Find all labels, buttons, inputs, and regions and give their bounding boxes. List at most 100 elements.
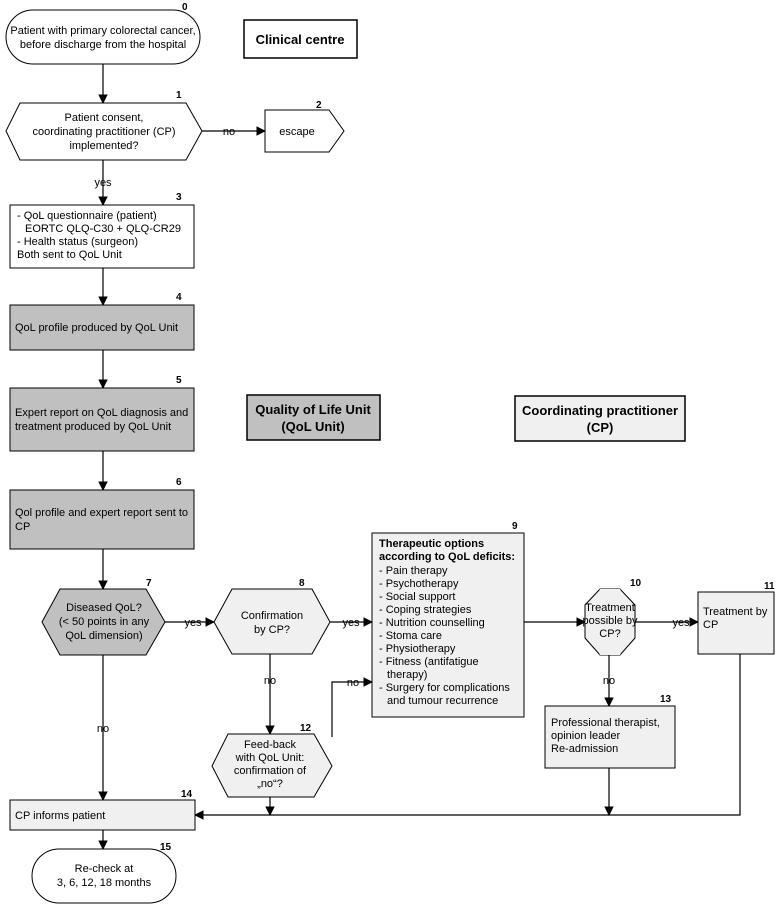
node-text: QoL profile produced by QoL Unit: [15, 322, 178, 334]
node-1-consent-decision: 1 Patient consent, coordinating practiti…: [5, 90, 203, 161]
legend-coordinating-practitioner: Coordinating practitioner (CP): [514, 395, 686, 442]
node-number: 5: [176, 375, 182, 386]
node-number: 9: [512, 521, 518, 532]
edges: [98, 64, 741, 850]
node-text: Feed-back: [244, 739, 296, 751]
node-number: 15: [160, 842, 172, 853]
node-15-recheck: 15 Re-check at 3, 6, 12, 18 months: [31, 842, 177, 904]
node-text: treatment produced by QoL Unit: [15, 421, 171, 433]
node-text: Expert report on QoL diagnosis and: [15, 407, 188, 419]
node-text: QoL dimension): [65, 630, 142, 642]
node-7-diseased-qol-decision: 7 Diseased QoL? (< 50 points in any QoL …: [41, 578, 166, 656]
node-text: Both sent to QoL Unit: [17, 249, 122, 261]
option-item: - Social support: [379, 591, 455, 603]
edge-11-14: [194, 654, 741, 820]
option-item: and tumour recurrence: [387, 695, 498, 707]
node-13-professional-therapist: 13 Professional therapist, opinion leade…: [544, 694, 676, 769]
node-text: before discharge from the hospital: [20, 39, 186, 51]
node-4-qol-profile: 4 QoL profile produced by QoL Unit: [9, 292, 195, 351]
legend-qol-unit-line: Quality of Life Unit: [255, 402, 371, 417]
node-9-therapeutic-options: 9 Therapeutic options according to QoL d…: [371, 521, 525, 718]
edge-labels: no yes yes no yes no no yes yes no: [94, 126, 690, 797]
node-text: - QoL questionnaire (patient): [17, 210, 157, 222]
node-0-start: 0 Patient with primary colorectal cancer…: [5, 2, 201, 65]
node-text: confirmation of: [234, 765, 307, 777]
edge-label-n12-no: no: [347, 677, 359, 689]
node-text: Treatment by: [703, 606, 768, 618]
node-text: Re-check at: [75, 863, 134, 875]
legend-cp-line: (CP): [587, 420, 614, 435]
node-text: possible by: [582, 615, 638, 627]
edge-label-n8-no: no: [264, 675, 276, 687]
node-text: EORTC QLQ-C30 + QLQ-CR29: [25, 223, 181, 235]
node-text: implemented?: [69, 140, 138, 152]
node-11-treatment-by-cp: 11 Treatment by CP: [697, 581, 775, 655]
node-14-cp-informs-patient: 14 CP informs patient: [9, 789, 196, 831]
edge-label-n1-no: no: [223, 126, 235, 138]
node-8-confirmation-decision: 8 Confirmation by CP?: [213, 578, 331, 655]
edge-label-n7-no: no: [97, 723, 109, 735]
legend-clinical-centre-label: Clinical centre: [256, 32, 345, 47]
node-number: 3: [176, 192, 182, 203]
node-text: Re-admission: [551, 743, 618, 755]
node-text: Patient with primary colorectal cancer,: [10, 25, 195, 37]
node-number: 12: [300, 723, 312, 734]
node-text: Confirmation: [241, 610, 303, 622]
node-10-treatment-possible-decision: 10 Treatment possible by CP?: [582, 578, 642, 656]
node-5-expert-report: 5 Expert report on QoL diagnosis and tre…: [9, 375, 195, 452]
legend-cp-line: Coordinating practitioner: [522, 403, 678, 418]
node-text: Professional therapist,: [551, 717, 660, 729]
node-text: Treatment: [585, 602, 635, 614]
node-text: CP: [15, 521, 30, 533]
node-text: CP informs patient: [15, 810, 105, 822]
option-item: - Physiotherapy: [379, 643, 456, 655]
option-item: - Nutrition counselling: [379, 617, 485, 629]
node-text: Diseased QoL?: [66, 602, 142, 614]
node-text: coordinating practitioner (CP): [32, 126, 175, 138]
node-title: Therapeutic options: [379, 538, 484, 550]
node-text: CP?: [599, 628, 620, 640]
node-number: 0: [182, 2, 188, 13]
node-12-feedback-decision: 12 Feed-back with QoL Unit: confirmation…: [211, 723, 333, 798]
legend-qol-unit-line: (QoL Unit): [281, 419, 344, 434]
node-6-sent-to-cp: 6 Qol profile and expert report sent to …: [9, 477, 195, 550]
node-text: 3, 6, 12, 18 months: [57, 877, 152, 889]
node-number: 14: [181, 789, 193, 800]
node-number: 6: [176, 477, 182, 488]
legend-clinical-centre: Clinical centre: [243, 19, 358, 59]
node-number: 13: [660, 694, 672, 705]
node-text: Qol profile and expert report sent to: [15, 507, 188, 519]
edge-12-9: [331, 677, 373, 737]
legend-qol-unit: Quality of Life Unit (QoL Unit): [246, 394, 381, 441]
node-text: (< 50 points in any: [59, 616, 150, 628]
option-item: - Fitness (antifatigue: [379, 656, 479, 668]
node-text: „no“?: [257, 778, 283, 790]
option-item: - Surgery for complications: [379, 682, 510, 694]
node-number: 8: [299, 578, 305, 589]
node-3-questionnaire: 3 - QoL questionnaire (patient) EORTC QL…: [9, 192, 195, 269]
option-item: therapy): [387, 669, 427, 681]
edge-label-n7-yes: yes: [184, 617, 202, 629]
edge-label-n10-yes: yes: [672, 617, 690, 629]
node-text: - Health status (surgeon): [17, 236, 138, 248]
option-item: - Psychotherapy: [379, 578, 459, 590]
node-number: 7: [146, 578, 152, 589]
node-number: 2: [316, 100, 322, 111]
node-text: CP: [703, 619, 718, 631]
node-text: Patient consent,: [65, 112, 144, 124]
node-text: opinion leader: [551, 730, 620, 742]
option-item: - Stoma care: [379, 630, 442, 642]
node-text: by CP?: [254, 624, 290, 636]
option-item: - Pain therapy: [379, 565, 448, 577]
node-number: 11: [764, 581, 775, 592]
edge-label-n8-yes: yes: [342, 617, 360, 629]
node-number: 10: [630, 578, 642, 589]
node-number: 4: [176, 292, 182, 303]
node-text: with QoL Unit:: [235, 752, 305, 764]
option-item: - Coping strategies: [379, 604, 472, 616]
node-title: according to QoL deficits:: [379, 551, 515, 563]
edge-label-n10-no: no: [603, 675, 615, 687]
node-text: escape: [279, 126, 314, 138]
node-number: 1: [176, 90, 182, 101]
